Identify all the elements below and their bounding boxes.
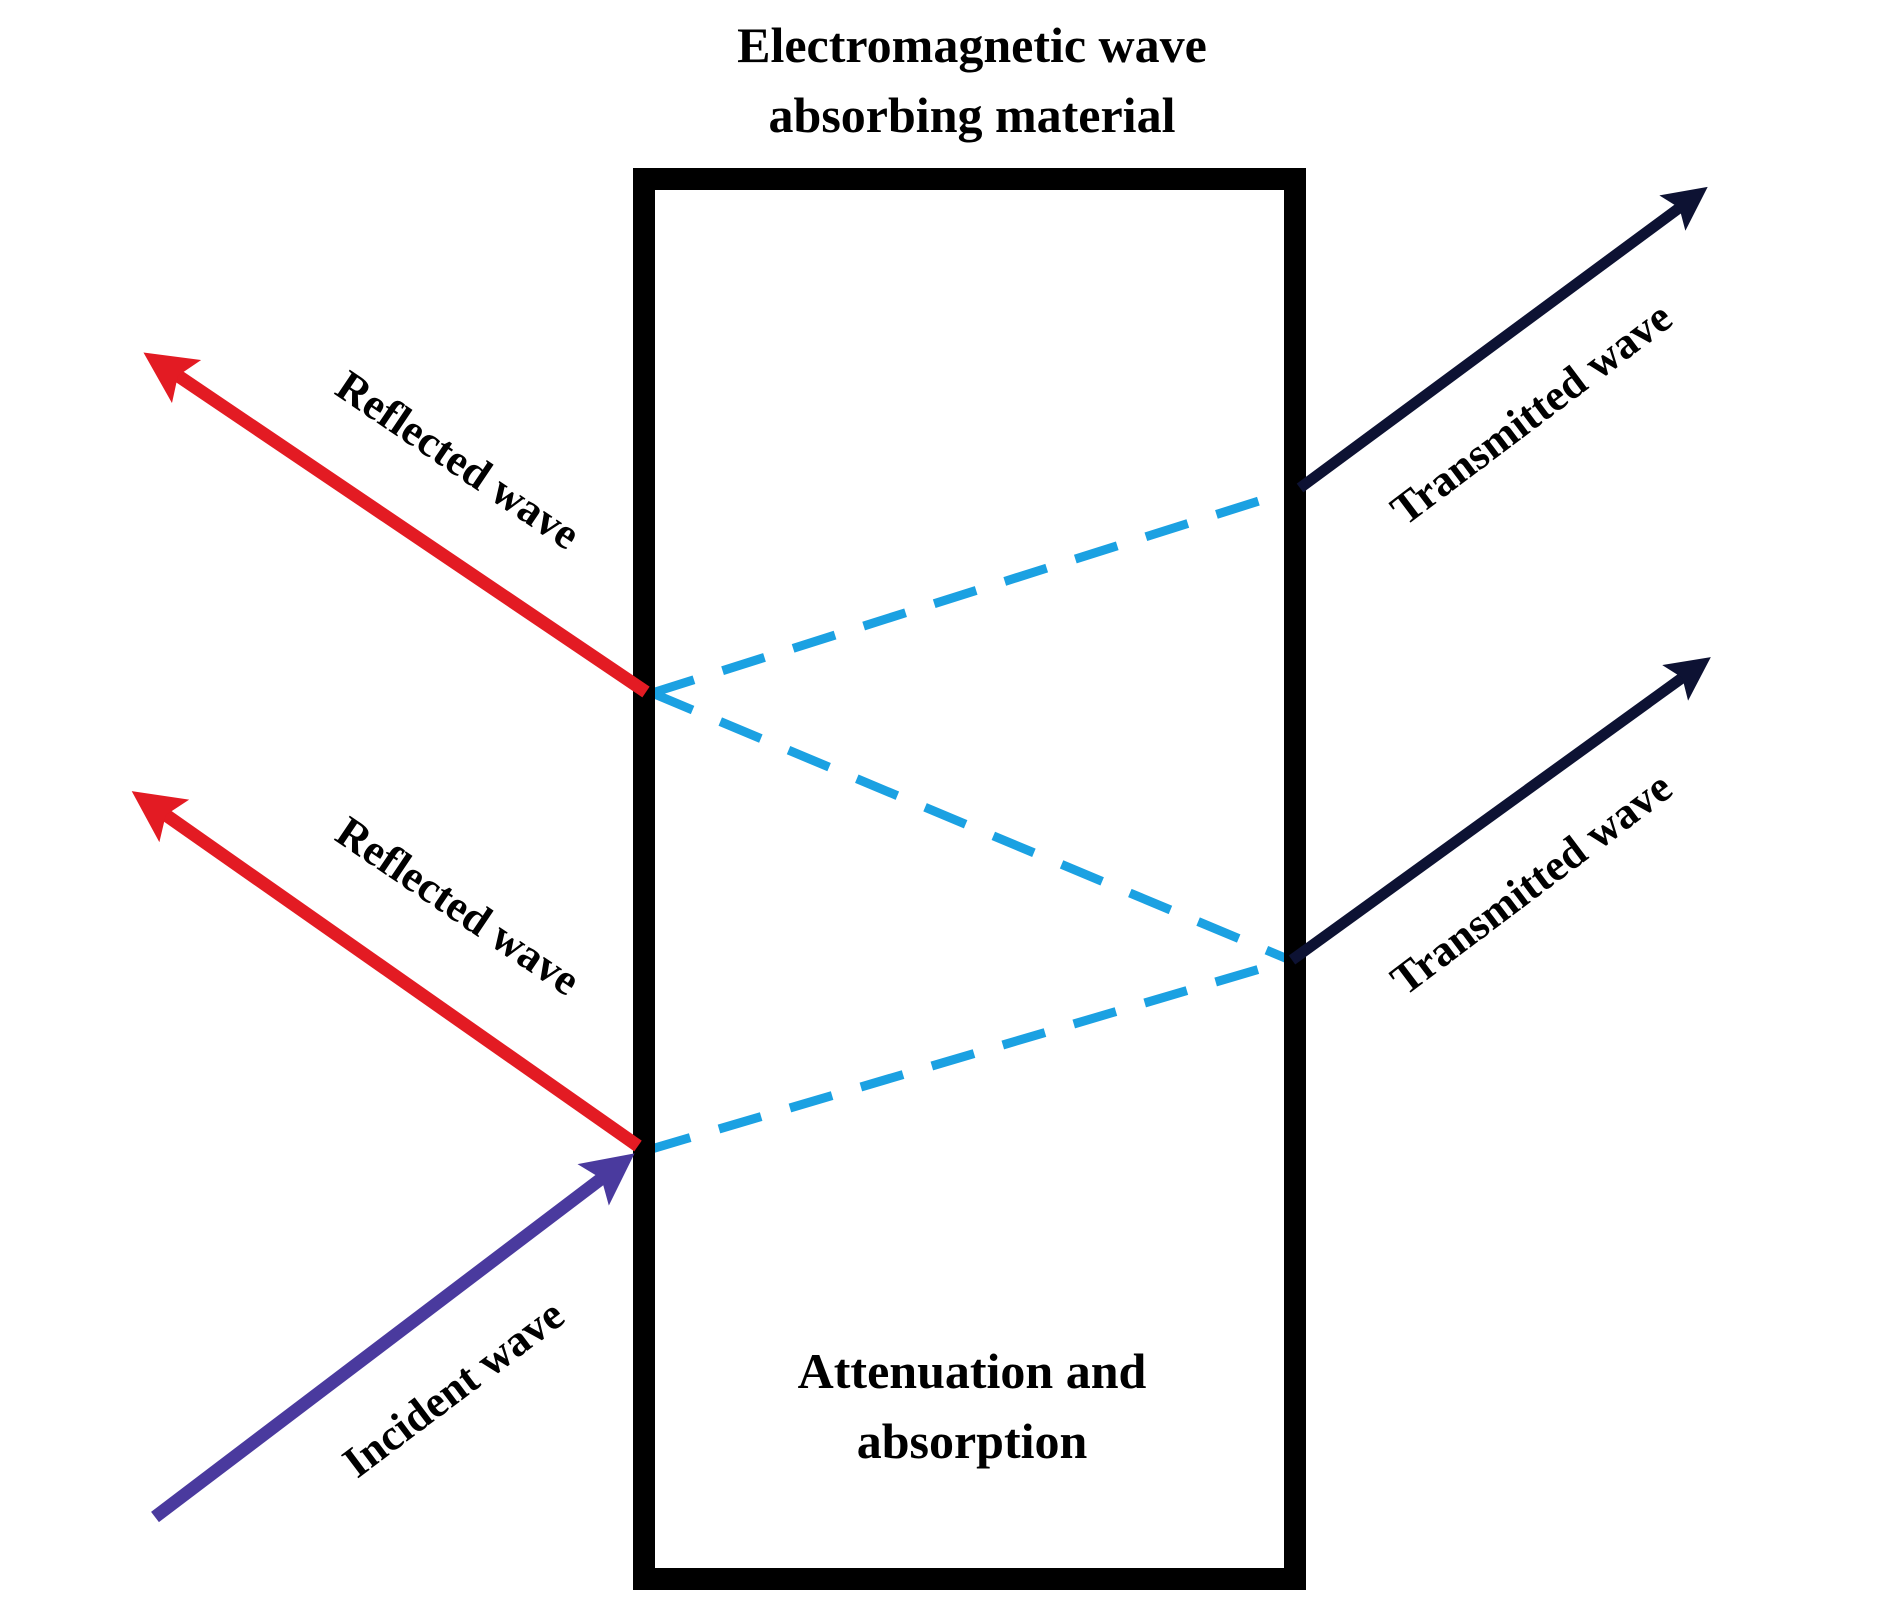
transmitted-wave-label-lower: Transmitted wave (1382, 762, 1681, 1004)
absorbing-material-box (633, 168, 1306, 1590)
diagram-title-line1: Electromagnetic wave (737, 17, 1207, 73)
internal-wave-path-lower (646, 955, 1292, 1155)
reflected-wave-label-lower: Reflected wave (327, 807, 588, 1005)
incident-wave-arrow (151, 1153, 635, 1523)
incident-wave-label: Incident wave (334, 1290, 573, 1487)
transmitted-wave-arrow-upper (1296, 186, 1708, 493)
attenuation-label-line2: absorption (857, 1413, 1088, 1469)
internal-wave-path-reflect (650, 688, 1292, 965)
internal-wave-path-upper (650, 483, 1302, 698)
reflected-wave-arrow-lower (131, 791, 642, 1152)
attenuation-label-line1: Attenuation and (798, 1343, 1147, 1399)
reflected-wave-arrow-upper (143, 352, 650, 698)
transmitted-wave-label-upper: Transmitted wave (1382, 292, 1681, 534)
reflected-wave-label-upper: Reflected wave (327, 361, 588, 559)
transmitted-wave-arrow-lower (1288, 657, 1711, 965)
diagram-title-line2: absorbing material (769, 87, 1176, 143)
